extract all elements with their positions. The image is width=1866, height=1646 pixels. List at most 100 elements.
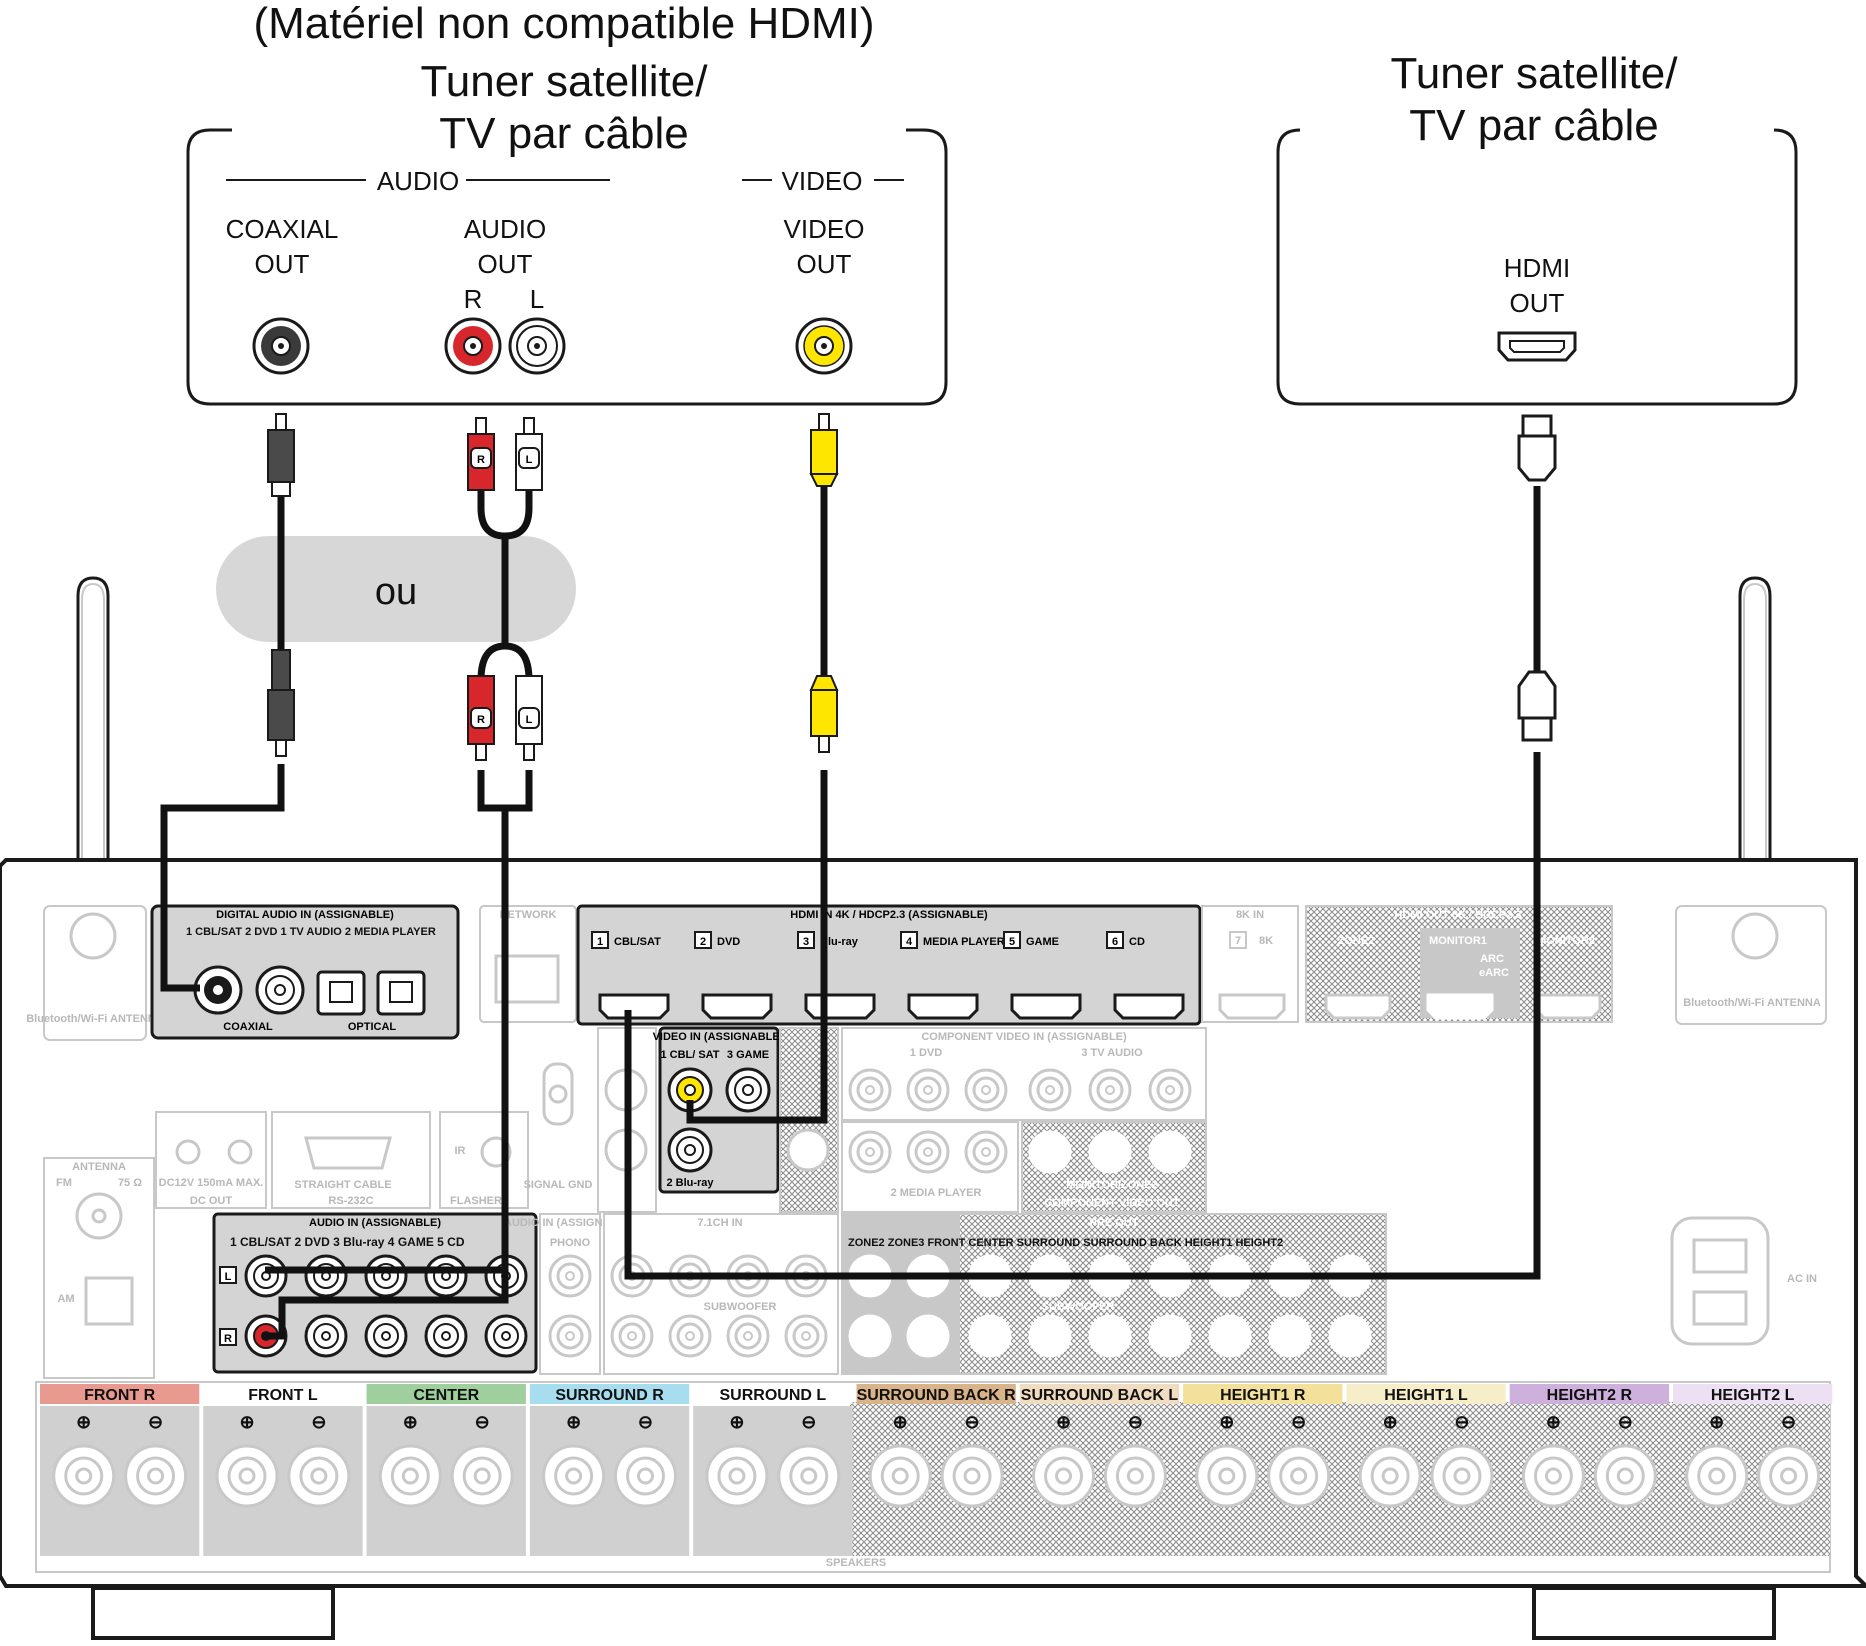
speaker-terminal[interactable] — [1430, 1444, 1494, 1508]
ch71-in-jack[interactable] — [610, 1314, 654, 1358]
rca-r-plug-top: R — [467, 417, 495, 491]
speaker-terminal[interactable] — [777, 1444, 841, 1508]
pre-out-zone-jack[interactable] — [848, 1314, 892, 1358]
video-in-game-jack[interactable] — [725, 1067, 771, 1113]
pre-out-labels: ZONE2 ZONE3 FRONT CENTER SURROUND SURROU… — [848, 1237, 1283, 1249]
speaker-terminal[interactable] — [378, 1444, 442, 1508]
pre-out-zone-jack[interactable] — [906, 1314, 950, 1358]
hdmi-out-monitor2-port[interactable] — [1534, 993, 1602, 1020]
component-out-jack[interactable] — [1148, 1130, 1192, 1174]
speaker-polarity-icon: ⊕ — [1219, 1412, 1234, 1432]
audio-in-label: AUDIO IN (ASSIGNABLE) — [309, 1217, 441, 1229]
pre-out-jack[interactable] — [1148, 1314, 1192, 1358]
audio-in-r-jack-3[interactable] — [364, 1314, 408, 1358]
component-out-jack[interactable] — [1028, 1130, 1072, 1174]
pre-out-jack[interactable] — [1208, 1314, 1252, 1358]
audio-in-r-jack-5[interactable] — [484, 1314, 528, 1358]
coaxial-out-jack[interactable] — [252, 317, 310, 375]
optical-in-media-player[interactable] — [376, 970, 426, 1016]
component-out-jack[interactable] — [1088, 1130, 1132, 1174]
coaxial-in-cbl-sat[interactable] — [193, 965, 243, 1015]
speaker-terminal[interactable] — [1757, 1444, 1821, 1508]
hdmi-8k-in-port[interactable] — [1218, 993, 1286, 1020]
hdmi-in-port-6[interactable] — [1113, 993, 1185, 1020]
hdmi-cable-bottom — [624, 752, 1541, 1280]
speaker-label-9: HEIGHT1 L — [1384, 1387, 1468, 1404]
audio-in-r-jack-2[interactable] — [304, 1314, 348, 1358]
pre-out-jack[interactable] — [968, 1314, 1012, 1358]
speaker-terminal[interactable] — [613, 1444, 677, 1508]
component-in-jack[interactable] — [1148, 1068, 1192, 1112]
component-in-jack[interactable] — [906, 1068, 950, 1112]
hdmi-out-port[interactable] — [1497, 331, 1577, 362]
speaker-terminal[interactable] — [1358, 1444, 1422, 1508]
speaker-label-band — [1019, 1384, 1180, 1404]
component-in-jack[interactable] — [1088, 1068, 1132, 1112]
video-in-cbl-sat-jack[interactable] — [667, 1067, 713, 1113]
speaker-terminal[interactable] — [705, 1444, 769, 1508]
phono-jack[interactable] — [548, 1314, 592, 1358]
audio-out-l-jack[interactable] — [508, 317, 566, 375]
speaker-terminal[interactable] — [124, 1444, 188, 1508]
component-in-jack[interactable] — [848, 1068, 892, 1112]
speaker-terminal[interactable] — [450, 1444, 514, 1508]
video-out-jack[interactable] — [795, 317, 853, 375]
speaker-terminal[interactable] — [1521, 1444, 1585, 1508]
hdmi-in-port-5[interactable] — [1010, 993, 1082, 1020]
pre-out-jack[interactable] — [1028, 1314, 1072, 1358]
speaker-terminal[interactable] — [1267, 1444, 1331, 1508]
speaker-terminal[interactable] — [1103, 1444, 1167, 1508]
speaker-terminal[interactable] — [1032, 1444, 1096, 1508]
pre-out-jack[interactable] — [1328, 1314, 1372, 1358]
rs232c-port[interactable] — [304, 1136, 392, 1170]
audio-in-l-jack-3[interactable] — [364, 1254, 408, 1298]
hdmi-in-num-box — [1106, 931, 1124, 949]
digital-audio-in-panel: DIGITAL AUDIO IN (ASSIGNABLE) 1 CBL/SAT … — [150, 904, 460, 1040]
pre-out-jack[interactable] — [1088, 1314, 1132, 1358]
plugs: R L R L — [267, 413, 1557, 761]
speaker-terminal[interactable] — [52, 1444, 116, 1508]
phono-jack[interactable] — [548, 1254, 592, 1298]
ch71-in-jack[interactable] — [726, 1314, 770, 1358]
audio-in-r-jack-4[interactable] — [424, 1314, 468, 1358]
am-antenna-port[interactable] — [84, 1276, 134, 1326]
component-in-jack[interactable] — [964, 1130, 1008, 1174]
hdmi-in-port-4[interactable] — [907, 993, 979, 1020]
speaker-terminal[interactable] — [1593, 1444, 1657, 1508]
pre-out-jack[interactable] — [1268, 1314, 1312, 1358]
speaker-terminal[interactable] — [542, 1444, 606, 1508]
video-in-3-label: 3 GAME — [727, 1049, 769, 1061]
component-in-jack[interactable] — [906, 1130, 950, 1174]
ch71-in-jack[interactable] — [668, 1314, 712, 1358]
component-in-jack[interactable] — [964, 1068, 1008, 1112]
audio-out-r-jack[interactable] — [444, 317, 502, 375]
hdmi-in-num-box — [797, 931, 815, 949]
hdmi-in-label-1: CBL/SAT — [614, 936, 661, 948]
hdmi-out-zone2-port[interactable] — [1324, 993, 1392, 1020]
video-in-bluray-jack[interactable] — [667, 1127, 713, 1173]
coaxial-label: COAXIAL — [223, 1021, 273, 1033]
speaker-terminal[interactable] — [1195, 1444, 1259, 1508]
fm-label: FM — [56, 1177, 72, 1189]
hdmi-out-monitor1-port[interactable] — [1426, 993, 1494, 1020]
audio-in-l-jack-4[interactable] — [424, 1254, 468, 1298]
speaker-terminal[interactable] — [940, 1444, 1004, 1508]
component-in-jack[interactable] — [848, 1130, 892, 1174]
speaker-terminal[interactable] — [1685, 1444, 1749, 1508]
component-in-jack[interactable] — [1028, 1068, 1072, 1112]
hdmi-in-port-1[interactable] — [598, 993, 670, 1020]
speaker-terminal[interactable] — [215, 1444, 279, 1508]
hdmi-in-port-2[interactable] — [701, 993, 773, 1020]
ch71-in-label: 7.1CH IN — [697, 1217, 742, 1229]
optical-in-tv-audio[interactable] — [316, 970, 366, 1016]
bt-antenna-label-right: Bluetooth/Wi-Fi ANTENNA — [1683, 997, 1821, 1009]
coaxial-in-dvd[interactable] — [255, 965, 305, 1015]
hdmi-out-arc: ARC — [1480, 953, 1504, 965]
hdmi-in-port-3[interactable] — [804, 993, 876, 1020]
ch71-in-jack[interactable] — [784, 1314, 828, 1358]
speaker-terminal[interactable] — [287, 1444, 351, 1508]
audio-in-l-jack-1[interactable] — [244, 1254, 288, 1298]
speaker-terminal[interactable] — [868, 1444, 932, 1508]
video-plug-top — [809, 413, 839, 487]
audio-in-l-jack-2[interactable] — [304, 1254, 348, 1298]
